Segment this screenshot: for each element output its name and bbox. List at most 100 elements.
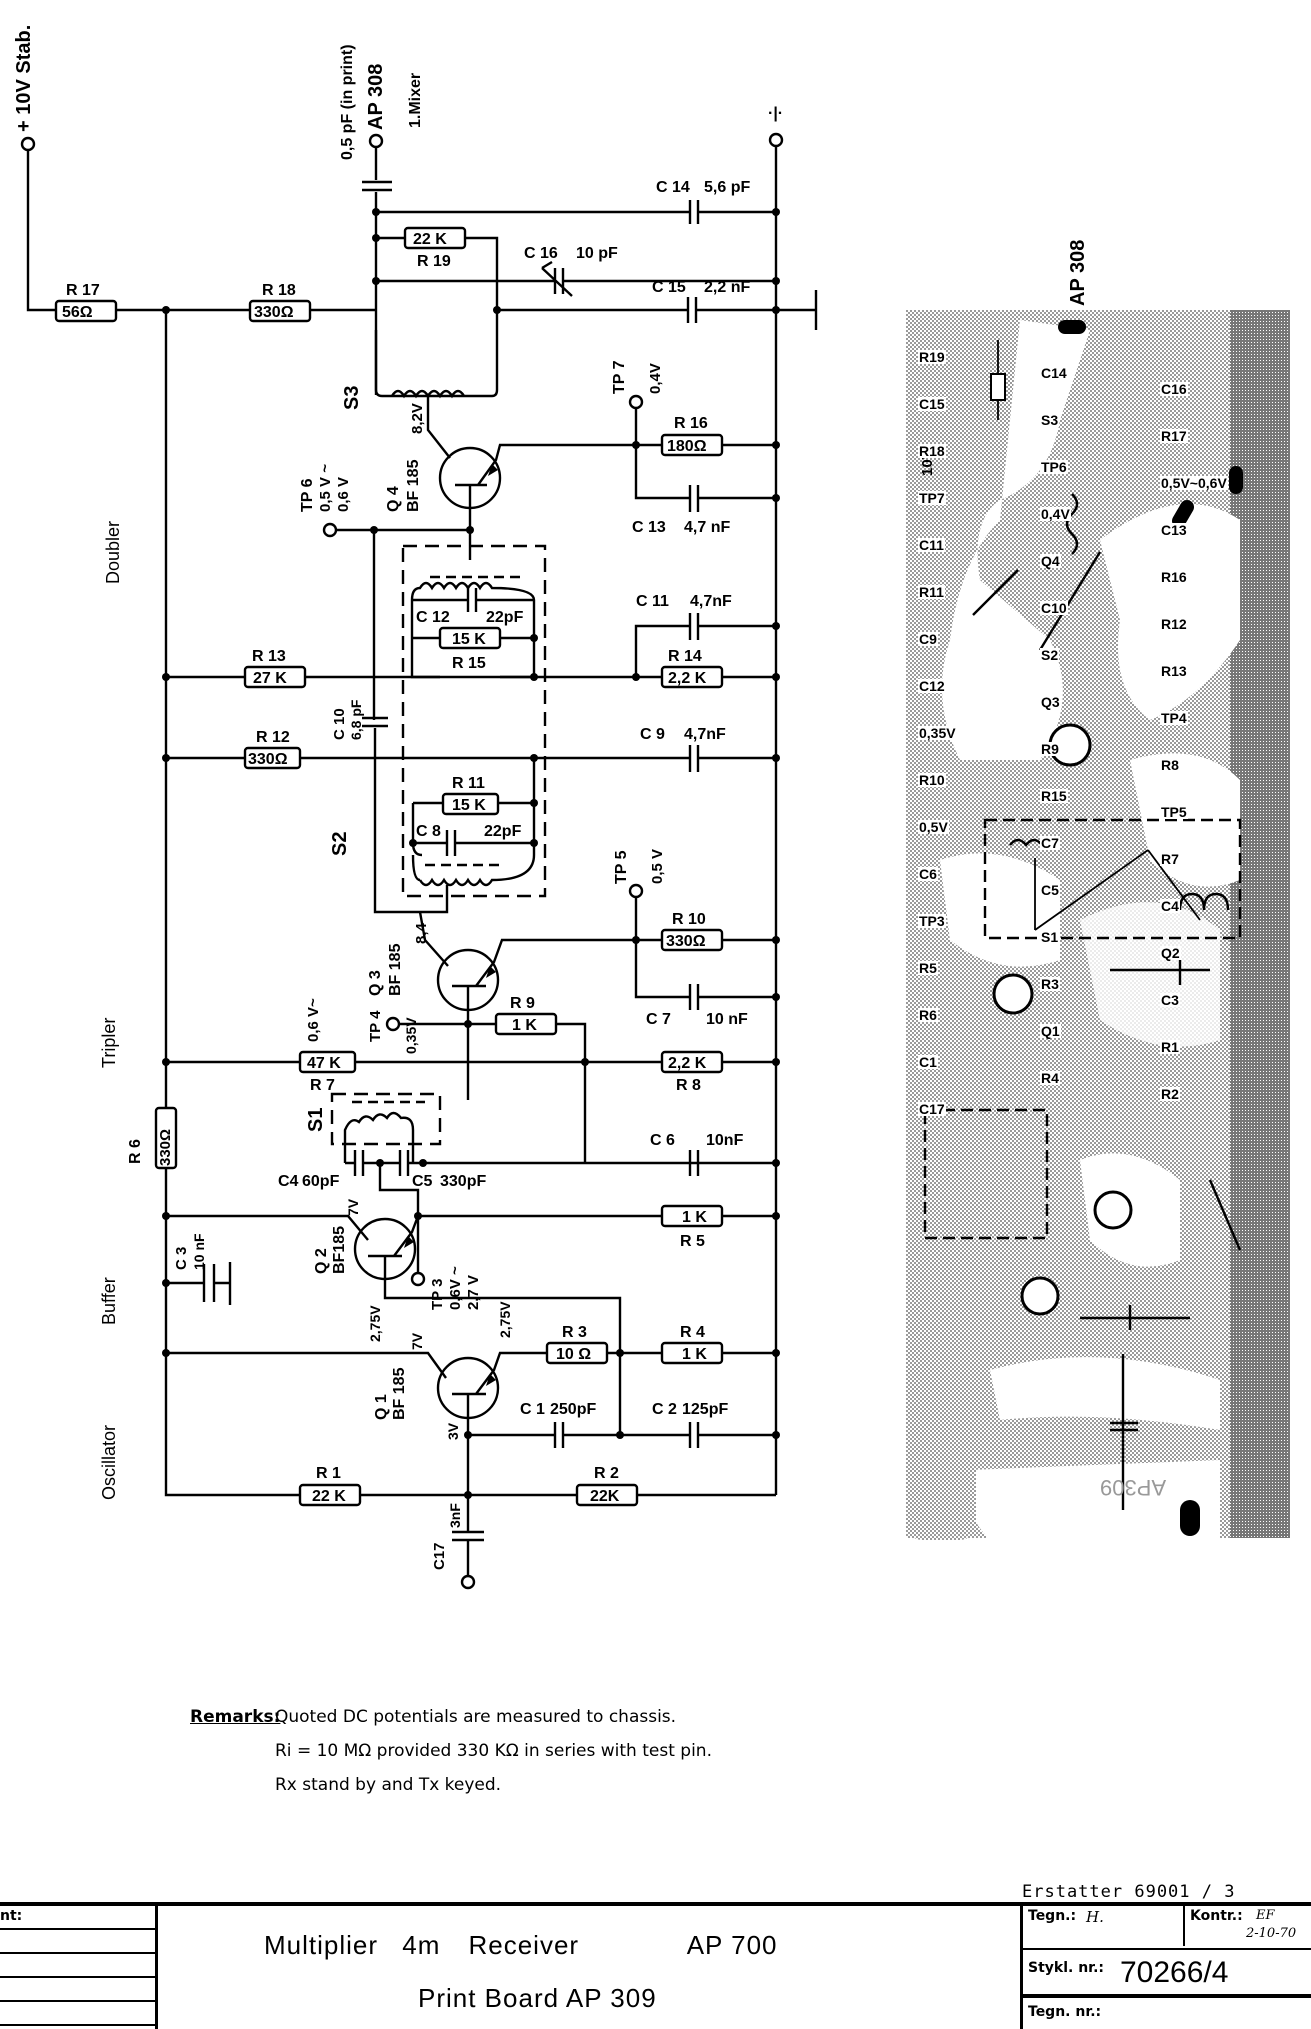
pcb-layout bbox=[906, 310, 1290, 1540]
pcb-label: R13 bbox=[1160, 663, 1188, 679]
pcb-label: C6 bbox=[918, 866, 938, 882]
resistor-r6 bbox=[154, 1106, 178, 1170]
r1-ref: R 1 bbox=[316, 1465, 341, 1482]
r15-value: 15 K bbox=[452, 631, 486, 648]
pcb-label: R2 bbox=[1160, 1086, 1180, 1102]
r16-value: 180Ω bbox=[667, 438, 707, 455]
pcb-label: R17 bbox=[1160, 428, 1188, 444]
capacitor-c15 bbox=[686, 297, 698, 323]
q2-base-v: 2,75V bbox=[367, 1305, 383, 1342]
resistor-r9 bbox=[494, 1012, 558, 1036]
title-block-divider bbox=[1020, 1902, 1023, 2029]
r6-value: 330Ω bbox=[157, 1128, 174, 1166]
r1-value: 22 K bbox=[312, 1488, 346, 1505]
r17-ref: R 17 bbox=[66, 282, 100, 299]
r10-c7-network bbox=[634, 897, 776, 1010]
capacitor-c17 bbox=[452, 1495, 484, 1576]
drawing-subtitle: Print Board AP 309 bbox=[418, 1983, 657, 2013]
c5-value: 330pF bbox=[440, 1173, 486, 1190]
tp5-ref: TP 5 bbox=[613, 850, 630, 885]
trimmer-capacitor-c16 bbox=[541, 260, 573, 297]
r2-ref: R 2 bbox=[594, 1465, 619, 1482]
ground-label: ·|· bbox=[768, 105, 783, 122]
r3-ref: R 3 bbox=[562, 1324, 587, 1341]
pcb-label: R9 bbox=[1040, 741, 1060, 757]
title-block-rule bbox=[0, 1928, 155, 1930]
q4-collector-v: 8,2V bbox=[409, 403, 426, 434]
r17-value: 56Ω bbox=[62, 304, 93, 321]
c2-ref: C 2 bbox=[652, 1401, 677, 1418]
pcb-label: C11 bbox=[918, 537, 945, 553]
resistor-r13 bbox=[243, 665, 307, 689]
stage-oscillator: Oscillator bbox=[99, 1424, 119, 1500]
c16-ref: C 16 bbox=[524, 245, 558, 262]
q3-collector-v: 8,4 bbox=[413, 923, 430, 944]
r5-ref: R 5 bbox=[680, 1233, 705, 1250]
remarks-section: Remarks:Quoted DC potentials are measure… bbox=[190, 1700, 712, 1802]
c1-value: 250pF bbox=[550, 1401, 596, 1418]
c3-ref: C 3 bbox=[173, 1246, 190, 1270]
wire bbox=[426, 396, 451, 459]
resistor-r14 bbox=[660, 665, 724, 689]
coil-upper bbox=[410, 581, 536, 601]
r5-value: 1 K bbox=[682, 1209, 707, 1226]
left-block-label: nt: bbox=[0, 1908, 23, 1924]
coupling-capacitor bbox=[362, 147, 392, 395]
pcb-label: C4 bbox=[1160, 898, 1180, 914]
resistor-r7 bbox=[298, 1050, 357, 1074]
c8-ref: C 8 bbox=[416, 823, 441, 840]
stage-tripler: Tripler bbox=[99, 1017, 119, 1068]
pcb-label: C13 bbox=[1160, 522, 1188, 538]
q4-type: BF 185 bbox=[405, 459, 422, 512]
wire bbox=[26, 150, 56, 312]
checked-label: Kontr.: bbox=[1190, 1908, 1243, 1924]
coil-s1 bbox=[343, 1111, 415, 1163]
title-part-1: Multiplier bbox=[264, 1930, 379, 1960]
supply-terminal bbox=[20, 136, 36, 152]
q3-ref: Q 3 bbox=[367, 970, 384, 996]
capacitor-c10 bbox=[362, 716, 388, 728]
pcb-label: C14 bbox=[1040, 365, 1068, 381]
tp5-terminal bbox=[628, 883, 644, 899]
q2-leads bbox=[368, 1214, 776, 1362]
pcb-label: C17 bbox=[918, 1101, 946, 1117]
q4-ref: Q 4 bbox=[385, 486, 402, 512]
can-s1 bbox=[330, 1092, 442, 1146]
tp6-ref: TP 6 bbox=[299, 478, 316, 513]
q4-leads bbox=[455, 443, 636, 518]
wire bbox=[376, 236, 499, 330]
pcb-label: R5 bbox=[918, 960, 938, 976]
resistor-r5 bbox=[660, 1204, 724, 1228]
q1-collector-v: 7V bbox=[409, 1332, 425, 1350]
pcb-label: Q1 bbox=[1040, 1023, 1061, 1039]
pcb-label: C7 bbox=[1040, 835, 1060, 851]
capacitor-c8 bbox=[413, 803, 536, 856]
r7-ref: R 7 bbox=[310, 1077, 335, 1094]
replaces-label: Erstatter 69001 / 3 bbox=[1022, 1882, 1236, 1902]
capacitor-c3 bbox=[166, 1262, 232, 1305]
q2-ref: Q 2 bbox=[313, 1248, 330, 1274]
wire bbox=[166, 624, 776, 679]
wire bbox=[399, 1022, 587, 1163]
c13-value: 4,7 nF bbox=[684, 519, 730, 536]
pcb-connector-label: AP 308 bbox=[1067, 239, 1089, 306]
capacitors-c1-c2 bbox=[468, 1362, 776, 1448]
mixer-cap-label: 0,5 pF (in print) bbox=[339, 44, 356, 160]
ground-terminal bbox=[768, 132, 784, 148]
r19-ref: R 19 bbox=[417, 253, 451, 270]
r4-value: 1 K bbox=[682, 1346, 707, 1363]
pcb-label: S2 bbox=[1040, 647, 1060, 663]
r19-value: 22 K bbox=[413, 231, 447, 248]
r11-value: 15 K bbox=[452, 797, 486, 814]
pcb-board-mark: AP309 bbox=[1100, 1475, 1167, 1500]
pcb-label: C3 bbox=[1160, 992, 1180, 1008]
c11-value: 4,7nF bbox=[690, 593, 732, 610]
title-block-divider bbox=[155, 1902, 158, 2029]
supply-rail bbox=[164, 310, 300, 1497]
supply-label: + 10V Stab. bbox=[13, 24, 35, 132]
wire bbox=[418, 911, 449, 967]
resistor-r2 bbox=[575, 1483, 639, 1507]
drawing-number-label: Tegn. nr.: bbox=[1028, 2004, 1102, 2020]
pcb-label: C12 bbox=[918, 678, 946, 694]
c6-value: 10nF bbox=[706, 1132, 744, 1149]
